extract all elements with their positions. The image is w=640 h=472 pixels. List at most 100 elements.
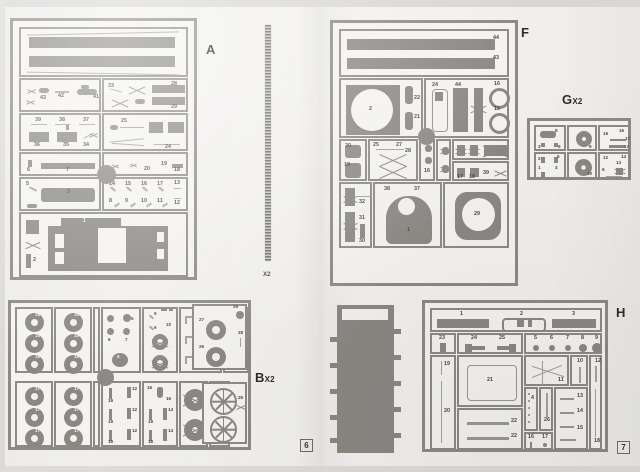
sprue-b-hooks-top: 9 9 10 [142, 307, 178, 373]
part-number: 3 [538, 144, 541, 149]
sprue-b-smallparts-top: 5 6 7 8 [101, 307, 141, 373]
sprue-g-cell-4: 2 5 1 4 [534, 152, 566, 179]
sprue-b-spacer-2 [93, 381, 100, 447]
sprue-f-letter-text: F [521, 25, 530, 40]
sprue-f-cell-dome: 38 37 1 [373, 182, 442, 248]
part-number: 22 [511, 433, 517, 439]
sprue-f-cell-mid: 24 44 16 15 [424, 78, 510, 138]
part-number: 16 [166, 396, 172, 401]
sprue-h-cell-rods: 19 20 [430, 355, 456, 450]
track-runner-strip [265, 25, 271, 261]
part-number: 19 [148, 419, 154, 424]
part-number: 19 [444, 361, 450, 367]
sprue-g-cell-3: 15 16 17 17 [598, 125, 630, 151]
part-number: 44 [455, 82, 461, 88]
part-number: 18 [74, 333, 80, 338]
part-number: 27 [199, 317, 205, 322]
part-number: 19 [161, 161, 167, 167]
sprue-b-pins-a: 19 12 19 12 19 12 [101, 381, 141, 447]
sprue-a-cell-4l: 6 7 [19, 152, 101, 176]
part-number: 1 [538, 165, 541, 170]
sprue-b-letter: BX2 [255, 370, 275, 385]
part-number: 18 [174, 167, 180, 173]
part-number: 9 [154, 311, 157, 316]
part-number: 36 [34, 142, 40, 148]
sprue-h-letter-text: H [616, 305, 626, 320]
sprue-h-cell-frame21: 21 [457, 355, 523, 407]
sprue-h-cell-ladder: 13 14 15 [554, 387, 588, 450]
sprue-g-cell-2: 9 [567, 125, 597, 151]
part-number: 25 [373, 142, 379, 148]
sprue-g-cell-5: 10 [567, 152, 597, 179]
sprue-a-cell-2r: 33 28 29 [102, 78, 188, 112]
part-number: 8 [581, 335, 584, 341]
part-number: 19 [108, 439, 114, 444]
page-number-right: 7 [617, 441, 630, 454]
sprue-a-cell-3r: 25 24 [102, 113, 188, 151]
part-number: 10 [141, 198, 147, 204]
sprue-h-cell-rod10: 10 [570, 355, 588, 386]
part-number: 7 [566, 335, 569, 341]
part-number: 3 [67, 189, 70, 195]
part-number: 2 [33, 257, 36, 263]
part-number: 42 [58, 93, 64, 99]
part-number: 1 [460, 311, 463, 317]
paper-edge-left [0, 0, 5, 472]
part-number: 8 [117, 354, 120, 359]
part-number: 2 [538, 156, 541, 161]
part-number: 18 [594, 438, 600, 444]
sprue-f-cell-rails: 44 43 [339, 29, 509, 77]
part-number: 27 [396, 142, 402, 148]
sprue-b-multiplier: X2 [264, 375, 275, 384]
part-number: 6 [602, 167, 605, 172]
part-number: 7 [66, 167, 69, 173]
sprue-a-cell-5l: 5 3 [19, 177, 101, 211]
part-number: 35 [63, 142, 69, 148]
page-number-left: 6 [300, 439, 313, 452]
part-number: 28 [405, 148, 411, 154]
part-number: 9 [589, 144, 592, 149]
part-number: 9 [595, 335, 598, 341]
part-number: 12 [132, 428, 138, 433]
part-number: 1 [83, 218, 86, 224]
part-number: 6 [108, 337, 111, 342]
part-number: 12 [595, 358, 601, 364]
part-number: 15 [147, 385, 153, 390]
part-number: 29 [171, 104, 177, 110]
part-number: 19 [108, 398, 114, 403]
part-number: 5 [26, 181, 29, 187]
sprue-h-cell-1617: 16 17 [524, 432, 553, 450]
part-number: 28 [171, 81, 177, 87]
part-number: 20 [345, 143, 351, 149]
sprue-a: 43 42 41 33 28 29 39 38 37 [10, 18, 197, 280]
part-number: 17 [624, 144, 630, 149]
part-number: 10 [577, 358, 583, 364]
sprue-h-cell-dots: 5 6 7 8 9 [524, 333, 602, 354]
part-number: 5 [557, 154, 560, 159]
sprue-h-cell-top: 1 2 3 [430, 308, 602, 332]
sprue-a-gate-hub [97, 165, 116, 184]
sprue-b-discs-right [161, 307, 165, 311]
part-number: 18 [35, 354, 41, 359]
sprue-b-wheels-b: 18 18 18 [54, 307, 92, 374]
part-number: 18 [148, 439, 154, 444]
sprue-b-discs [169, 307, 173, 311]
part-number: 24 [165, 144, 171, 150]
part-number: 15 [494, 106, 500, 112]
part-number: 15 [603, 131, 609, 136]
part-number: 11 [558, 377, 564, 383]
part-number: 13 [174, 180, 180, 186]
part-number: 14 [577, 408, 583, 414]
part-number: 14 [168, 407, 174, 412]
sprue-f-cell-small: 16 [419, 139, 435, 181]
sprue-a-cell-4r: 20 19 18 [102, 152, 188, 176]
sprue-f-letter: F [521, 25, 529, 40]
paper-edge-bottom [0, 466, 640, 472]
part-number: 12 [132, 386, 138, 391]
part-number: 18 [35, 312, 41, 317]
part-number: 14 [168, 428, 174, 433]
sprue-f-cell-disc: 2 22 21 [339, 78, 423, 138]
part-number: 16 [619, 128, 625, 133]
part-number: 26 [199, 344, 205, 349]
sprue-b-wheels-c: 17 17 17 [15, 381, 53, 448]
